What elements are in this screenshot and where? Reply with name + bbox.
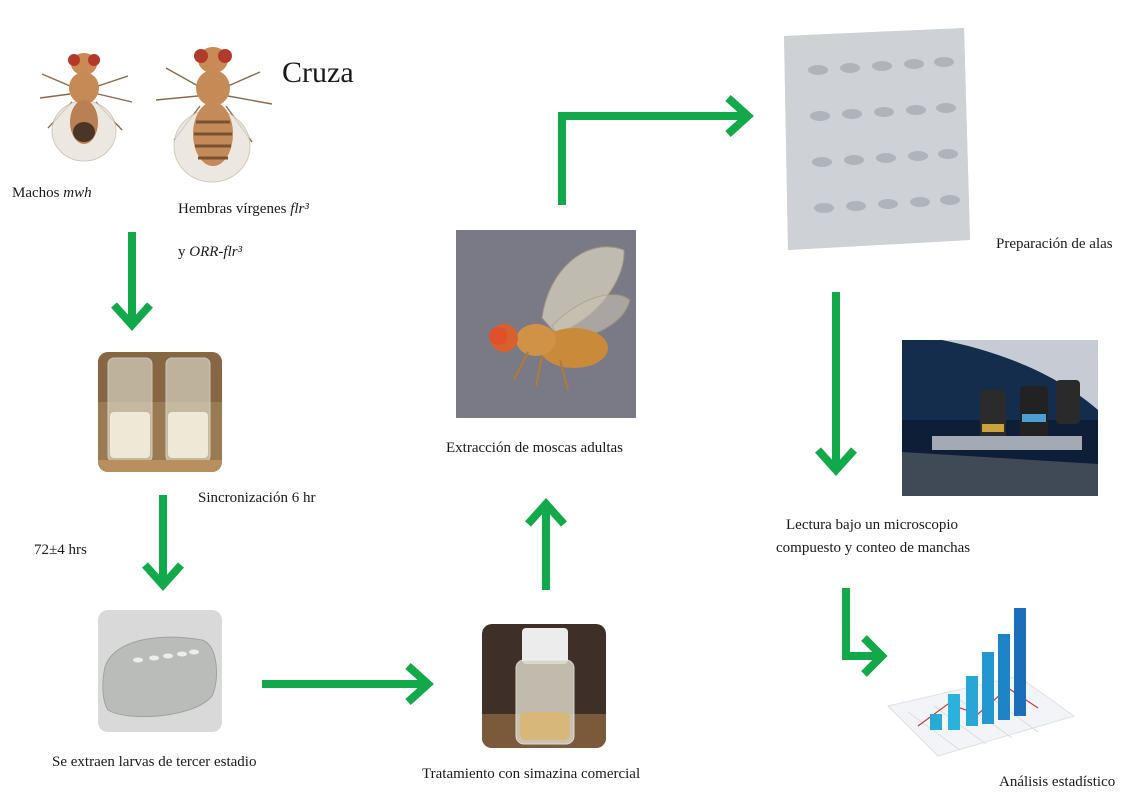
arrow-extraction-to-wings	[562, 98, 748, 205]
arrow-sync-to-larvae	[145, 495, 181, 585]
arrow-treatment-to-extraction	[528, 504, 564, 590]
arrow-larvae-to-treatment	[262, 666, 428, 702]
arrow-wings-to-reading	[818, 292, 854, 470]
arrow-cross-to-sync	[114, 232, 150, 325]
arrow-reading-to-analysis	[846, 588, 882, 674]
